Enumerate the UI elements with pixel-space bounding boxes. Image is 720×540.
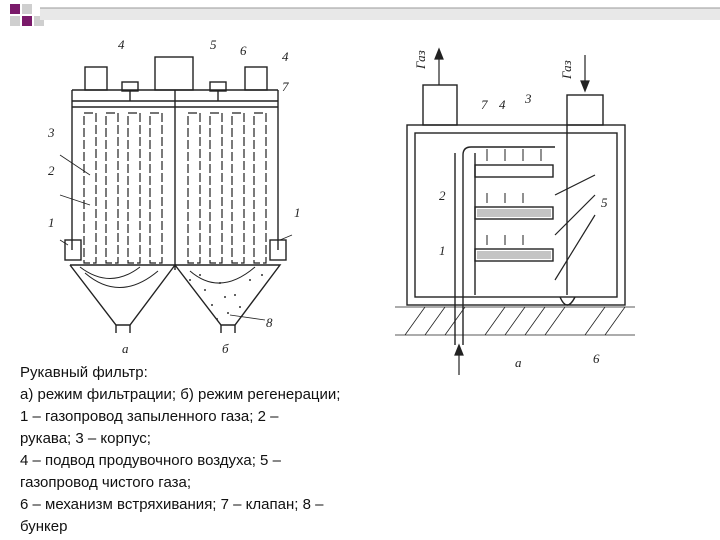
label-7: 7	[481, 97, 488, 112]
label-5: 5	[601, 195, 608, 210]
inlet-right	[269, 239, 287, 261]
outlet-box	[422, 84, 458, 126]
deco-band	[40, 8, 720, 20]
casing-outer	[406, 124, 626, 306]
air-supply-box-right	[244, 66, 268, 91]
label-1-right: 1	[294, 205, 301, 220]
label-4-right: 4	[282, 49, 289, 64]
label-5: 5	[210, 37, 217, 52]
leader-lines	[59, 154, 293, 321]
filter-granules	[477, 209, 551, 259]
inlet-duct	[566, 94, 604, 126]
label-3: 3	[524, 91, 532, 106]
label-6: 6	[240, 43, 247, 58]
sublabel-a: а	[122, 341, 129, 356]
figure-caption: Рукавный фильтр: а) режим фильтрации; б)…	[20, 362, 420, 538]
label-gas-out: Газ	[413, 50, 428, 70]
bags	[83, 112, 267, 264]
label-1: 1	[439, 243, 446, 258]
label-1-left: 1	[48, 215, 55, 230]
label-4: 4	[499, 97, 506, 112]
sublabel-b: б	[222, 341, 229, 356]
caption-line: а) режим фильтрации; б) режим регенераци…	[20, 386, 341, 403]
clean-gas-box	[154, 56, 194, 91]
caption-line: 6 – механизм встряхивания; 7 – клапан; 8…	[20, 496, 324, 513]
hopper-b	[174, 264, 282, 326]
caption-line: рукава; 3 – корпус;	[20, 430, 151, 447]
label-gas-in: Газ	[559, 60, 574, 80]
label-2: 2	[439, 188, 446, 203]
foundation	[395, 306, 635, 336]
deco-square	[34, 16, 44, 26]
shelf-1	[474, 164, 554, 178]
shelf-filter-diagram: Газ Газ 7 4 3 2 1 5 6 а	[395, 47, 635, 375]
bag-filter-diagram: 4 5 6 4 7 3 2 1 1 8 а б	[47, 37, 301, 356]
label-6: 6	[593, 351, 600, 366]
label-8: 8	[266, 315, 273, 330]
inlet-left	[64, 239, 82, 261]
deco-square	[10, 4, 20, 14]
shaker	[559, 296, 576, 306]
gas-arrows	[434, 47, 596, 375]
header-decoration	[10, 4, 720, 26]
label-3: 3	[47, 125, 55, 140]
air-pipe	[462, 146, 555, 345]
deco-square	[22, 4, 32, 14]
caption-line: бункер	[20, 518, 68, 535]
caption-line: Рукавный фильтр:	[20, 364, 148, 381]
label-4-left: 4	[118, 37, 125, 52]
nozzles	[486, 149, 542, 245]
deco-square	[10, 16, 20, 26]
casing-inner	[414, 132, 618, 298]
caption-line: 4 – подвод продувочного воздуха; 5 –	[20, 452, 281, 469]
caption-line: газопровод чистого газа;	[20, 474, 191, 491]
flow-arrows	[79, 266, 256, 288]
deco-square	[22, 16, 32, 26]
label-2: 2	[48, 163, 55, 178]
sublabel-a: а	[515, 355, 522, 370]
label-7: 7	[282, 79, 289, 94]
air-supply-box-left	[84, 66, 108, 91]
caption-line: 1 – газопровод запыленного газа; 2 –	[20, 408, 279, 425]
